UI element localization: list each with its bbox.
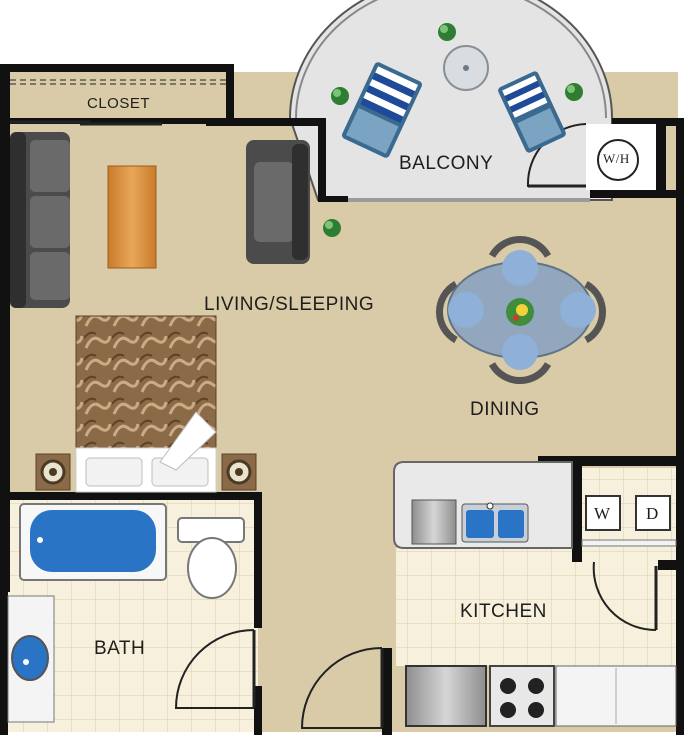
plant-highlight (325, 25, 575, 229)
dryer-box (635, 495, 671, 531)
kitchen-label: KITCHEN (460, 601, 547, 622)
coffee-table (107, 165, 157, 269)
walls (0, 64, 684, 735)
toilet (177, 517, 245, 599)
bed (75, 315, 217, 493)
balcony-chair-right (498, 71, 566, 153)
kitchen-counter (393, 461, 573, 549)
balcony-rail (295, 0, 607, 119)
entry-door-swing (300, 647, 383, 729)
balcony-chair-left (342, 62, 422, 158)
stove (489, 665, 555, 727)
laundry-door-swing (592, 561, 657, 632)
washer-label: W (594, 504, 611, 523)
closet-label: CLOSET (87, 95, 151, 112)
nightstand-right (221, 453, 257, 491)
dryer-label: D (646, 504, 659, 523)
armchair (246, 140, 310, 264)
bath-door-swing (174, 629, 255, 709)
balcony-glass-door (348, 198, 590, 202)
sofa (10, 132, 70, 308)
refrigerator (405, 665, 487, 727)
balcony-label: BALCONY (399, 153, 494, 174)
living-sleeping-label: LIVING/SLEEPING (204, 294, 375, 315)
bath-label: BATH (94, 638, 146, 659)
laundry-shelf (581, 539, 677, 547)
nightstand-left (35, 453, 71, 491)
dining-label: DINING (470, 399, 540, 420)
water-heater-label: W/H (603, 151, 630, 166)
bathtub (19, 503, 167, 581)
water-heater-tank (597, 139, 639, 181)
balcony-table-center (463, 65, 469, 71)
washer-box (585, 495, 621, 531)
sink (7, 595, 55, 723)
dining-set (436, 236, 606, 384)
